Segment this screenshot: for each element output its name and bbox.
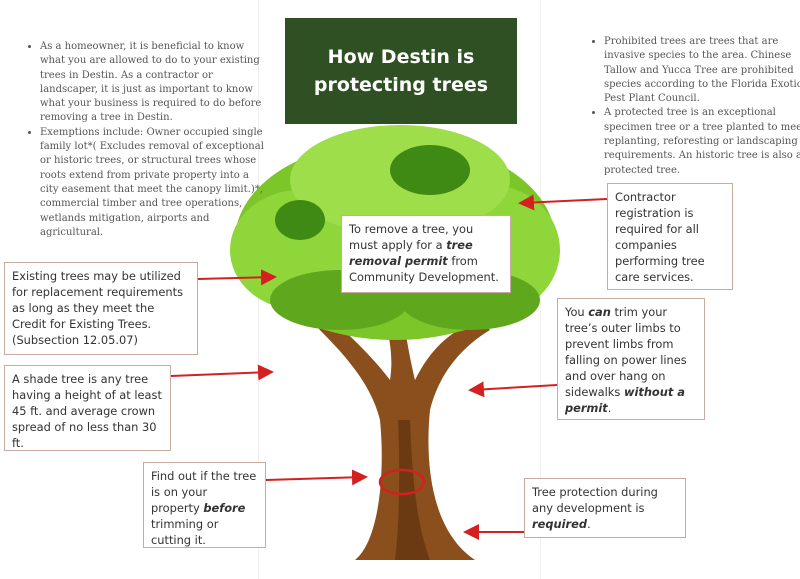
arrow <box>518 194 608 211</box>
arrow <box>170 364 274 381</box>
callout-shade-tree: A shade tree is any tree having a height… <box>4 365 171 451</box>
arrow <box>197 269 277 286</box>
page-title: How Destin is protecting trees <box>285 18 517 124</box>
callout-emphasis: required <box>532 517 588 531</box>
tree-trunk <box>310 300 490 560</box>
callout-emphasis: tree removal permit <box>349 238 473 268</box>
callout-text: You <box>565 305 589 319</box>
callout-text: Tree protection during any development i… <box>532 485 658 515</box>
callout-text: . <box>587 517 591 531</box>
left-bullet-list: As a homeowner, it is beneficial to know… <box>20 40 265 240</box>
callout-remove-permit: To remove a tree, you must apply for a t… <box>341 215 511 293</box>
callout-text: Find out if the tree is on your property <box>151 469 257 515</box>
arrow <box>265 469 368 486</box>
callout-tree-protection: Tree protection during any development i… <box>524 478 686 538</box>
callout-text: . <box>607 401 612 415</box>
callout-text: trim your tree’s outer limbs to prevent … <box>565 305 687 399</box>
callout-emphasis: before <box>203 501 246 515</box>
callout-text: To remove a tree, you must apply for a <box>349 222 474 252</box>
callout-text: from Community Development. <box>349 254 499 284</box>
right-bullet-list: Prohibited trees are trees that are inva… <box>584 35 800 178</box>
callout-existing-trees: Existing trees may be utilized for repla… <box>4 262 198 355</box>
bullet-item: Exemptions include: Owner occupied singl… <box>40 126 265 240</box>
trunk-ring <box>378 468 426 496</box>
arrow <box>468 381 558 398</box>
callout-find-out: Find out if the tree is on your property… <box>143 462 266 548</box>
bullet-item: As a homeowner, it is beneficial to know… <box>40 40 265 126</box>
bullet-item: A protected tree is an exceptional speci… <box>604 106 800 177</box>
callout-contractor: Contractor registration is required for … <box>607 183 733 290</box>
callout-emphasis: without a permit <box>565 385 685 415</box>
callout-trim: You can trim your tree’s outer limbs to … <box>557 298 705 420</box>
bullet-item: Prohibited trees are trees that are inva… <box>604 35 800 106</box>
callout-emphasis: can <box>588 305 611 319</box>
callout-text: trimming or cutting it. <box>151 517 219 547</box>
